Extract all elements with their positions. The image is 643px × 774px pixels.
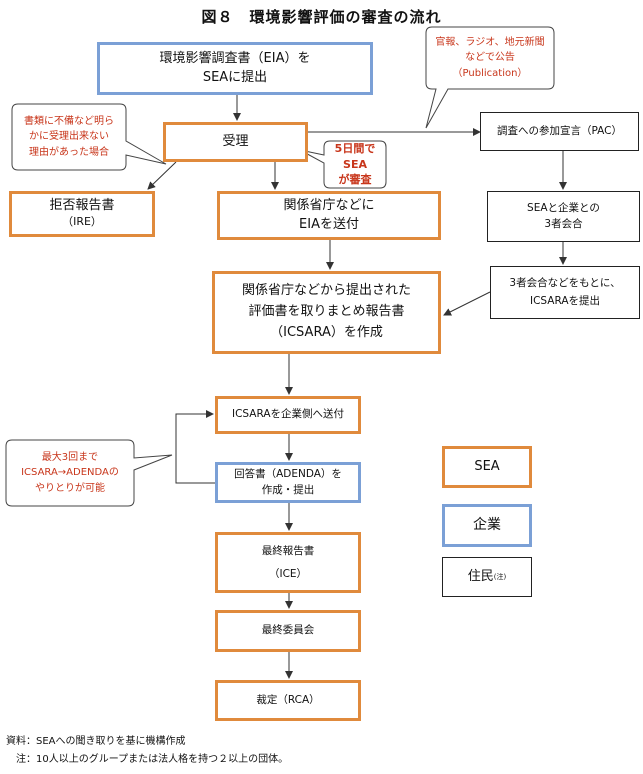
note-publication-line3: （Publication）: [452, 67, 528, 79]
box-meeting: SEAと企業との 3者会合: [487, 191, 640, 242]
note-unfit-line1: 書類に不備など明ら: [24, 115, 114, 127]
note-five-days-line1: 5日間でSEA: [334, 142, 376, 171]
box-reject-line2: （IRE）: [62, 215, 102, 229]
box-final-committee: 最終委員会: [215, 610, 361, 652]
box-meeting-line1: SEAと企業との: [527, 202, 600, 215]
legend-resident-label: 住民: [467, 568, 494, 584]
box-final-report: 最終報告書 （ICE）: [215, 532, 361, 593]
note-unfit-line3: 理由があった場合: [29, 146, 109, 158]
box-pac: 調査への参加宣言（PAC）: [480, 112, 639, 151]
figure-title: 図８ 環境影響評価の審査の流れ: [201, 8, 442, 26]
box-final-report-line2: （ICE）: [268, 567, 308, 580]
arrow-submit-to-compile: [443, 291, 491, 316]
box-compile-line3: （ICSARA）を作成: [270, 324, 383, 340]
box-icsara-submit: 3者会合などをもとに、 ICSARAを提出: [490, 266, 640, 319]
box-compile-icsara: 関係省庁などから提出された 評価書を取りまとめ報告書 （ICSARA）を作成: [212, 271, 441, 354]
legend-sea: SEA: [442, 446, 532, 488]
box-final-report-line1: 最終報告書: [261, 545, 315, 558]
box-send-icsara-label: ICSARAを企業側へ送付: [231, 408, 345, 421]
note-publication-line1: 官報、ラジオ、地元新聞: [435, 36, 545, 48]
box-meeting-line2: 3者会合: [544, 217, 583, 230]
box-send-eia: 関係省庁などに EIAを送付: [217, 191, 441, 240]
box-compile-line1: 関係省庁などから提出された: [241, 283, 411, 299]
box-final-committee-label: 最終委員会: [261, 624, 315, 637]
box-adenda-line2: 作成・提出: [261, 483, 315, 496]
box-ruling: 裁定（RCA）: [215, 680, 361, 721]
callout-max3: [5, 439, 173, 507]
box-eia-submit-line2: SEAに提出: [202, 69, 268, 85]
box-adenda: 回答書（ADENDA）を 作成・提出: [215, 462, 361, 503]
box-accept: 受理: [163, 122, 308, 162]
box-reject: 拒否報告書 （IRE）: [9, 191, 155, 237]
box-accept-label: 受理: [222, 133, 249, 149]
box-icsara-submit-line1: 3者会合などをもとに、: [509, 276, 621, 289]
legend-resident-mark: (注): [493, 572, 507, 581]
callout-five-days: [299, 140, 387, 189]
arrow-accept-to-reject: [147, 161, 177, 190]
note-max3-line1: 最大3回まで: [41, 451, 99, 463]
arrow-loop-back: [175, 410, 215, 484]
legend-corp-label: 企業: [473, 517, 501, 534]
legend-corp: 企業: [442, 504, 532, 547]
box-ruling-label: 裁定（RCA）: [256, 693, 320, 706]
box-send-icsara: ICSARAを企業側へ送付: [215, 396, 361, 434]
note-five-days-line2: が審査: [338, 173, 372, 187]
box-compile-line2: 評価書を取りまとめ報告書: [248, 304, 405, 320]
note-max3-line3: やりとりが可能: [35, 482, 105, 494]
box-send-eia-line1: 関係省庁などに: [283, 197, 375, 213]
note-max3-line2: ICSARA→ADENDAの: [21, 467, 119, 479]
box-adenda-line1: 回答書（ADENDA）を: [234, 467, 342, 480]
note-publication: 官報、ラジオ、地元新聞 などで公告 （Publication）: [428, 29, 552, 87]
callout-publication: [425, 26, 555, 129]
note-five-days: 5日間でSEA が審査: [325, 142, 385, 187]
note-publication-line2: などで公告: [465, 52, 515, 64]
legend-sea-label: SEA: [474, 458, 500, 474]
box-send-eia-line2: EIAを送付: [299, 216, 359, 232]
note-unfit: 書類に不備など明ら かに受理出来ない 理由があった場合: [14, 106, 124, 168]
box-eia-submit: 環境影響調査書（EIA）を SEAに提出: [97, 42, 373, 95]
note-unfit-line2: かに受理出来ない: [29, 131, 109, 143]
note-max3: 最大3回まで ICSARA→ADENDAの やりとりが可能: [8, 442, 132, 504]
callout-unfit: [11, 103, 167, 171]
box-pac-label: 調査への参加宣言（PAC）: [497, 124, 622, 137]
box-eia-submit-line1: 環境影響調査書（EIA）を: [159, 50, 311, 66]
legend-resident: 住民 (注): [442, 557, 532, 597]
footer-note: 注：10人以上のグループまたは法人格を持つ２以上の団体。: [6, 754, 289, 765]
footer-source: 資料：SEAへの聞き取りを基に機構作成: [6, 736, 186, 747]
box-reject-line1: 拒否報告書: [49, 198, 115, 214]
box-icsara-submit-line2: ICSARAを提出: [529, 294, 601, 307]
